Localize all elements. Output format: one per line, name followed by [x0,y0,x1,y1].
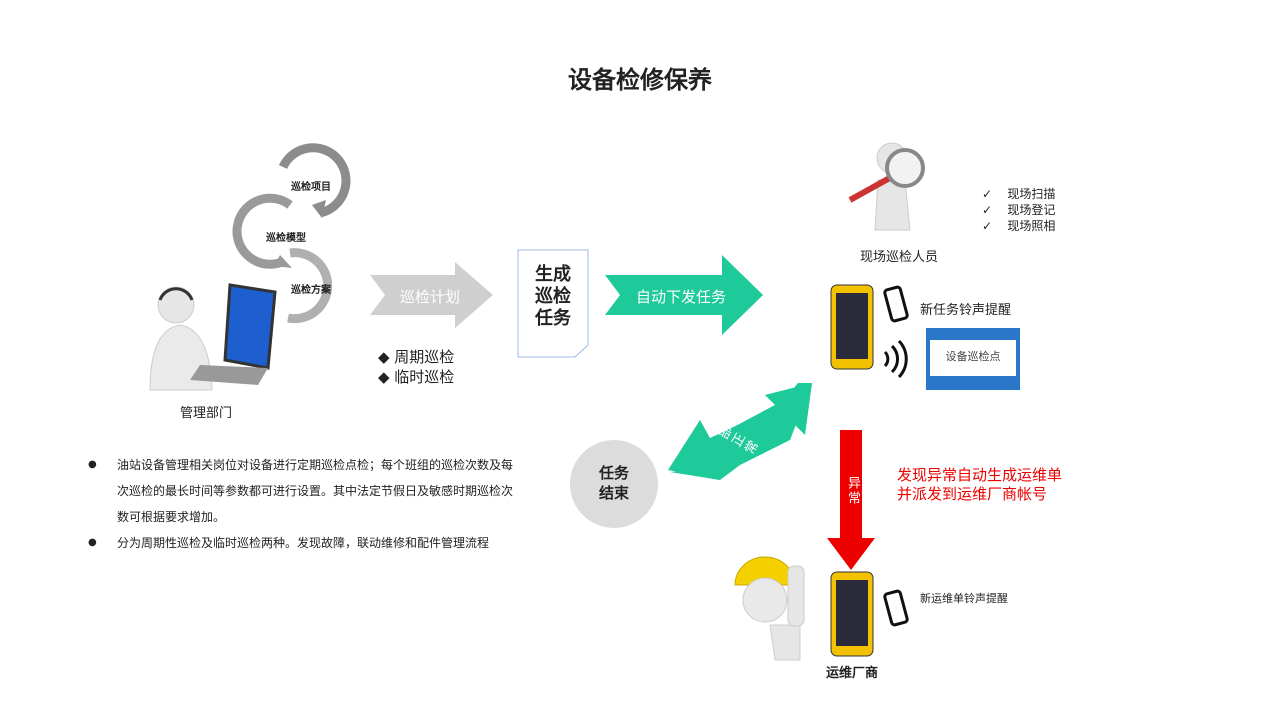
abnormal-arrow [827,430,875,570]
end-line-1: 任务 [598,464,629,482]
bullet-item: 油站设备管理相关岗位对设备进行定期巡检点检；每个班组的巡检次数及每次巡检的最长时… [88,452,518,530]
check-icon: ✓ [982,219,993,233]
checklist-item: ✓ 现场照相 [982,219,1056,233]
cycle-item-project: 巡检项目 [291,182,331,193]
abnormal-label: 异常 [845,476,860,506]
cycle-item-plan: 巡检方案 [291,285,331,296]
screen-title: 设备巡检点 [945,350,1001,363]
page-title: 设备检修保养 [568,66,712,94]
manager-figure-icon [149,283,277,391]
bullet-list: 油站设备管理相关岗位对设备进行定期巡检点检；每个班组的巡检次数及每次巡检的最长时… [88,452,518,556]
bullet-item: 分为周期性巡检及临时巡检两种。发现故障，联动维修和配件管理流程 [88,530,518,556]
plan-type-temporary: ◆ 临时巡检 [378,368,455,386]
inspector-figure-icon [848,142,925,231]
check-icon: ✓ [982,203,993,217]
doc-line-1: 生成 [535,264,571,285]
abnormal-note: 发现异常自动生成运维单并派发到运维厂商帐号 [897,466,1063,503]
dispatch-arrow [605,255,763,335]
task-end-circle [570,440,658,528]
phone-icon [830,284,874,370]
cycle-item-model: 巡检模型 [266,233,306,244]
ringing-phone-icon [883,285,909,379]
manager-label: 管理部门 [180,406,233,421]
app-screen [926,328,1020,390]
vendor-ring-label: 新运维单铃声提醒 [920,592,1008,605]
plan-arrow-label: 巡检计划 [400,288,461,306]
vendor-ringing-phone-icon [883,589,909,627]
inspector-label: 现场巡检人员 [860,250,939,265]
plan-arrow [370,262,493,328]
doc-line-3: 任务 [535,308,571,329]
checklist-item: ✓ 现场登记 [982,203,1056,217]
plan-type-periodic: ◆ 周期巡检 [378,348,455,366]
dispatch-arrow-label: 自动下发任务 [636,288,727,306]
task-document [517,249,589,358]
new-task-ring-label: 新任务铃声提醒 [920,303,1012,318]
vendor-phone-icon [830,571,874,657]
check-icon: ✓ [982,187,993,201]
vendor-label: 运维厂商 [826,666,879,681]
vendor-figure-icon [734,556,805,661]
end-line-2: 结束 [598,484,629,502]
cycle-arrows [232,143,351,324]
checklist-item: ✓ 现场扫描 [982,187,1056,201]
doc-line-2: 巡检 [535,286,571,307]
